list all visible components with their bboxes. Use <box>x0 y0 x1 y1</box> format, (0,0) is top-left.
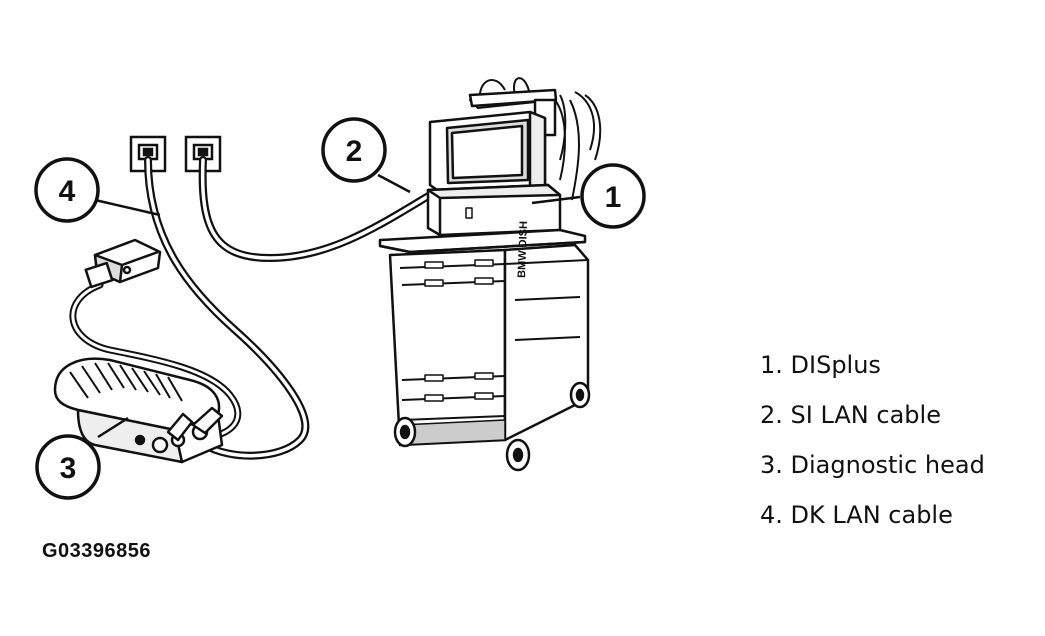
diagnostic-head <box>53 357 224 464</box>
callout-leaders <box>94 173 581 439</box>
cart-brand-label: BMW DISH <box>516 221 530 278</box>
legend-item-dk-lan-cable: 4. DK LAN cable <box>760 501 953 529</box>
obd-cable <box>69 281 242 442</box>
dk-lan-cable <box>144 156 310 460</box>
si-lan-cable <box>198 156 434 263</box>
callout-4-number: 4 <box>59 175 76 208</box>
displus-cart: BMW DISH <box>378 77 602 472</box>
callout-3-number: 3 <box>60 452 77 485</box>
legend: 1. DISplus 2. SI LAN cable 3. Diagnostic… <box>760 340 985 540</box>
callout-3: 3 <box>35 434 101 500</box>
obd-connector <box>84 238 162 289</box>
legend-item-diagnostic-head: 3. Diagnostic head <box>760 451 985 479</box>
lan-socket-right <box>184 135 222 173</box>
callout-2-number: 2 <box>346 135 363 168</box>
callout-1: 1 <box>580 163 646 229</box>
callout-2: 2 <box>321 117 387 183</box>
callout-4: 4 <box>34 157 100 223</box>
legend-item-si-lan-cable: 2. SI LAN cable <box>760 401 941 429</box>
legend-item-displus: 1. DISplus <box>760 351 881 379</box>
figure-id: G03396856 <box>42 540 152 562</box>
callout-1-number: 1 <box>605 181 622 214</box>
